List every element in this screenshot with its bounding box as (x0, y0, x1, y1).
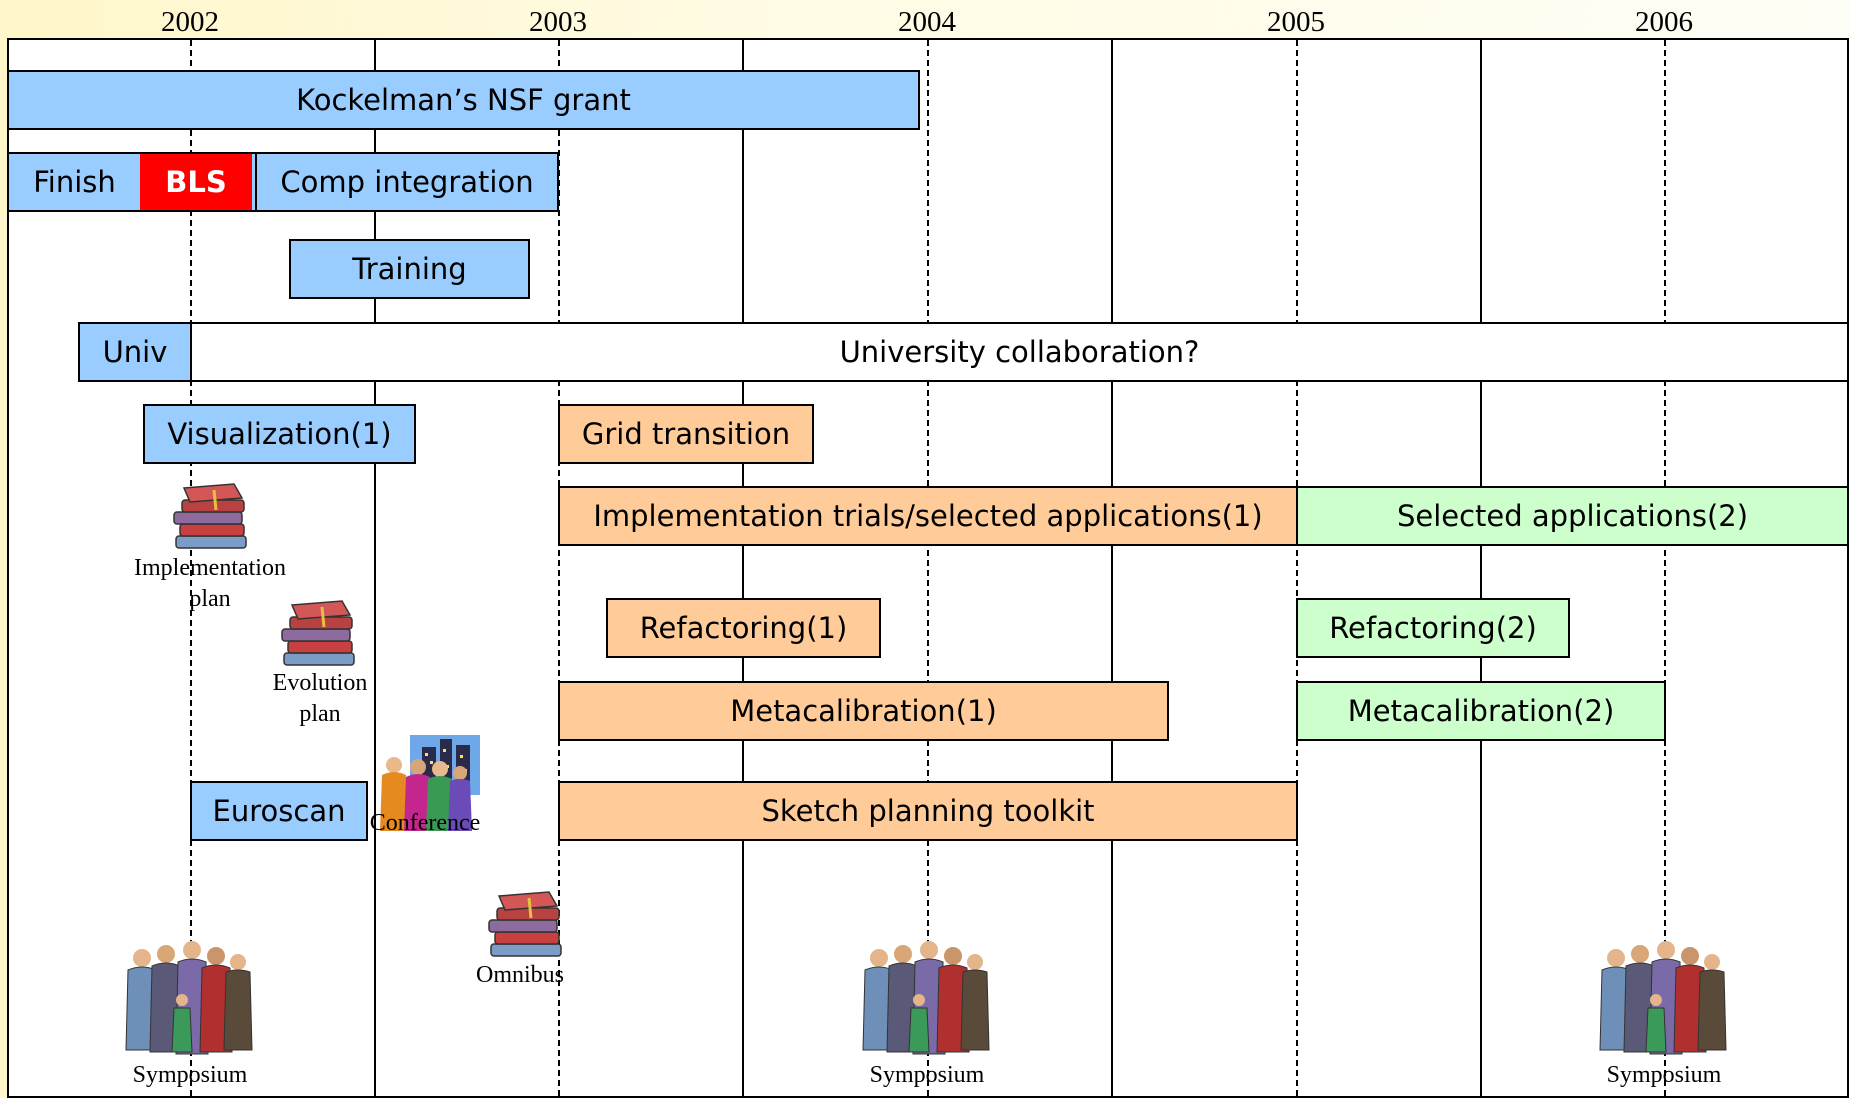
bar-refactoring-2: Refactoring(2) (1296, 598, 1570, 658)
gridline-mid-2004 (1111, 40, 1113, 1096)
caption-omnibus: Omnibus (475, 962, 564, 988)
gridline-mid-2002 (374, 40, 376, 1096)
milestone-symposium-2004 (857, 940, 997, 1064)
bar-bls: BLS (140, 154, 252, 210)
bar-metacalibration-1: Metacalibration(1) (558, 681, 1169, 741)
bar-implementation-trials: Implementation trials/selected applicati… (558, 486, 1298, 546)
caption-symposium-2002: Symposium (132, 1062, 248, 1088)
year-2006: 2006 (1635, 6, 1693, 38)
timeline-frame: Kockelman’s NSF grant Finish BLS Comp in… (7, 38, 1849, 1098)
gridline-mid-2003 (742, 40, 744, 1096)
year-axis: 2002 2003 2004 2005 2006 (0, 0, 1850, 40)
bar-training: Training (289, 239, 530, 299)
bar-nsf-grant: Kockelman’s NSF grant (9, 70, 920, 130)
bar-university-collaboration: University collaboration? (190, 322, 1847, 382)
bar-refactoring-1: Refactoring(1) (606, 598, 881, 658)
milestone-evolution-plan (278, 597, 362, 673)
gridline-mid-2005 (1480, 40, 1482, 1096)
bar-grid-transition: Grid transition (558, 404, 814, 464)
year-2003: 2003 (529, 6, 587, 38)
gridline-2006 (1664, 40, 1666, 1096)
conference-crowd-icon (372, 735, 480, 835)
bar-metacalibration-2: Metacalibration(2) (1296, 681, 1666, 741)
caption-evolution-plan: Evolution plan (272, 670, 368, 727)
books-icon (170, 480, 254, 556)
milestone-implementation-plan (170, 480, 254, 556)
bar-finish: Finish (9, 152, 140, 212)
gridline-2004 (927, 40, 929, 1096)
bar-univ: Univ (78, 322, 192, 382)
people-group-icon (857, 940, 997, 1064)
bar-comp-integration: Comp integration (255, 152, 559, 212)
people-group-icon (120, 940, 260, 1064)
milestone-conference (372, 735, 480, 835)
caption-symposium-2006: Symposium (1606, 1062, 1722, 1088)
bar-euroscan: Euroscan (190, 781, 368, 841)
caption-implementation-plan: Implementation plan (134, 555, 286, 612)
milestone-symposium-2002 (120, 940, 260, 1064)
gridline-2005 (1296, 40, 1298, 1096)
bar-selected-applications-2: Selected applications(2) (1296, 486, 1847, 546)
bar-sketch-planning: Sketch planning toolkit (558, 781, 1298, 841)
gridline-2003 (558, 40, 560, 1096)
caption-symposium-2004: Symposium (869, 1062, 985, 1088)
caption-conference: Conference (369, 810, 481, 836)
year-2004: 2004 (898, 6, 956, 38)
milestone-symposium-2006 (1594, 940, 1734, 1064)
bar-visualization-1: Visualization(1) (143, 404, 416, 464)
year-2002: 2002 (161, 6, 219, 38)
milestone-omnibus (485, 888, 569, 964)
people-group-icon (1594, 940, 1734, 1064)
books-icon (278, 597, 362, 673)
gridline-2002 (190, 40, 192, 1096)
year-2005: 2005 (1267, 6, 1325, 38)
books-icon (485, 888, 569, 964)
